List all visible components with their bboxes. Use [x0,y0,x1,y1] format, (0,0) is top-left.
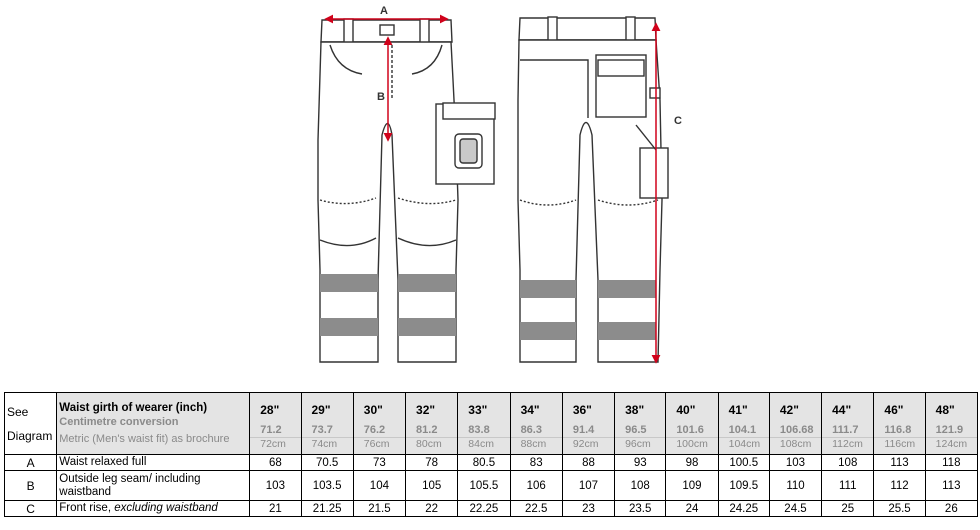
table-cell: 22.25 [457,500,511,517]
table-cell: 25 [821,500,875,517]
table-cell: 21.25 [300,500,354,517]
front-reflective-bands [320,274,456,336]
table-cell: 70.5 [300,454,354,471]
table-cell: 23 [561,500,616,517]
table-cell: 118 [924,454,979,471]
table-cell: 24 [665,500,719,517]
table-cell: 113 [924,470,979,501]
header-description-cell: Waist girth of wearer (inch) Centimetre … [56,392,251,455]
table-cell: 100.5 [717,454,770,471]
header-row: See Diagram Waist girth of wearer (inch)… [3,392,979,455]
table-cell: 103 [249,470,302,501]
table-cell: 22.5 [509,500,563,517]
table-cell: 106 [509,470,563,501]
table-cell: 108 [821,454,875,471]
table-cell: 73 [352,454,407,471]
front-side-pocket [435,102,496,185]
see-label: See [7,404,29,419]
table-cell: 105 [405,470,459,501]
table-cell: 98 [665,454,719,471]
table-cell: 26 [924,500,979,517]
table-cell: 21.5 [352,500,407,517]
table-row: A Waist relaxed full 68 70.5 73 78 80.5 … [3,454,979,471]
table-cell: 103.5 [300,470,354,501]
measure-c-label: C [674,115,682,127]
table-cell: 68 [249,454,302,471]
table-cell: 24.25 [717,500,770,517]
table-cell: 105.5 [457,470,511,501]
table-cell: 111 [821,470,875,501]
row-label: A [3,454,58,471]
table-cell: 80.5 [457,454,511,471]
front-button [379,24,395,36]
table-cell: 93 [614,454,667,471]
size-chart-table: See Diagram Waist girth of wearer (inch)… [3,392,979,517]
header-metric: Metric (Men's waist fit) as brochure [59,433,230,445]
table-cell: 108 [614,470,667,501]
table-cell: 103 [768,454,823,471]
table-cell: 25.5 [873,500,926,517]
front-belt-loop [343,18,354,44]
table-cell: 109.5 [717,470,770,501]
diagram-label: Diagram [7,428,53,443]
header-conversion: Centimetre conversion [59,416,179,428]
back-leg-pocket [639,147,669,199]
front-belt-loop-2 [419,18,430,44]
table-cell: 83 [509,454,563,471]
table-cell: 104 [352,470,407,501]
table-cell: 21 [249,500,302,517]
row-description: Front rise, excluding waistband [56,500,251,517]
table-cell: 24.5 [768,500,823,517]
row-label: C [3,500,58,517]
back-reflective-bands [520,280,656,340]
table-cell: 23.5 [614,500,667,517]
header-title: Waist girth of wearer (inch) [59,402,208,414]
table-cell: 22 [405,500,459,517]
trousers-diagram: A B C [317,5,682,364]
row-description: Waist relaxed full [56,454,251,471]
table-cell: 113 [873,454,926,471]
table-row: B Outside leg seam/ including waistband … [3,470,979,501]
table-cell: 78 [405,454,459,471]
table-cell: 110 [768,470,823,501]
row-description: Outside leg seam/ including waistband [56,470,251,501]
measure-a-label: A [380,5,388,17]
table-cell: 112 [873,470,926,501]
table-cell: 107 [561,470,616,501]
table-cell: 88 [561,454,616,471]
back-trousers [517,16,669,363]
measure-b-label: B [377,91,385,103]
table-row: C Front rise, excluding waistband 21 21.… [3,500,979,517]
table-cell: 109 [665,470,719,501]
see-diagram-cell: See Diagram [3,392,58,455]
row-label: B [3,470,58,501]
